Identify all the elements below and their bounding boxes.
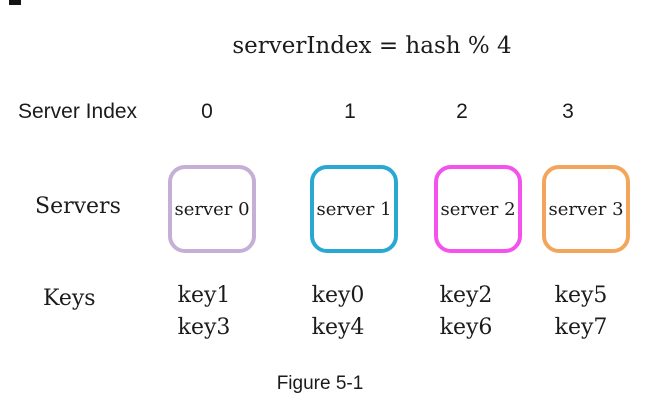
server-box-0-label: server 0 (174, 198, 250, 220)
key-item: key5 (554, 283, 608, 308)
figure-caption: Figure 5-1 (276, 373, 364, 394)
server-box-3-label: server 3 (548, 198, 624, 220)
key-item: key3 (177, 315, 231, 340)
key-item: key2 (439, 283, 493, 308)
keys-row-label: Keys (43, 286, 96, 311)
key-item: key6 (439, 315, 493, 340)
key-item: key0 (311, 283, 365, 308)
servers-row-label: Servers (35, 194, 121, 219)
key-item: key4 (311, 315, 365, 340)
key-item: key7 (554, 315, 608, 340)
server-index-value-3: 3 (562, 100, 574, 123)
key-column-0: key1 key3 (178, 280, 231, 344)
server-box-0: server 0 (168, 165, 256, 253)
server-box-1-label: server 1 (316, 198, 392, 220)
formula-title: serverIndex = hash % 4 (232, 33, 512, 59)
server-box-3: server 3 (542, 165, 630, 253)
server-box-2-label: server 2 (440, 198, 516, 220)
server-index-value-0: 0 (201, 100, 213, 123)
key-column-3: key5 key7 (555, 280, 608, 344)
key-column-2: key2 key6 (440, 280, 493, 344)
corner-artifact (9, 0, 21, 5)
key-column-1: key0 key4 (312, 280, 365, 344)
server-index-value-2: 2 (456, 100, 468, 123)
server-box-1: server 1 (310, 165, 398, 253)
server-index-value-1: 1 (344, 100, 356, 123)
server-box-2: server 2 (434, 165, 522, 253)
server-index-row-label: Server Index (18, 100, 138, 123)
key-item: key1 (177, 283, 231, 308)
